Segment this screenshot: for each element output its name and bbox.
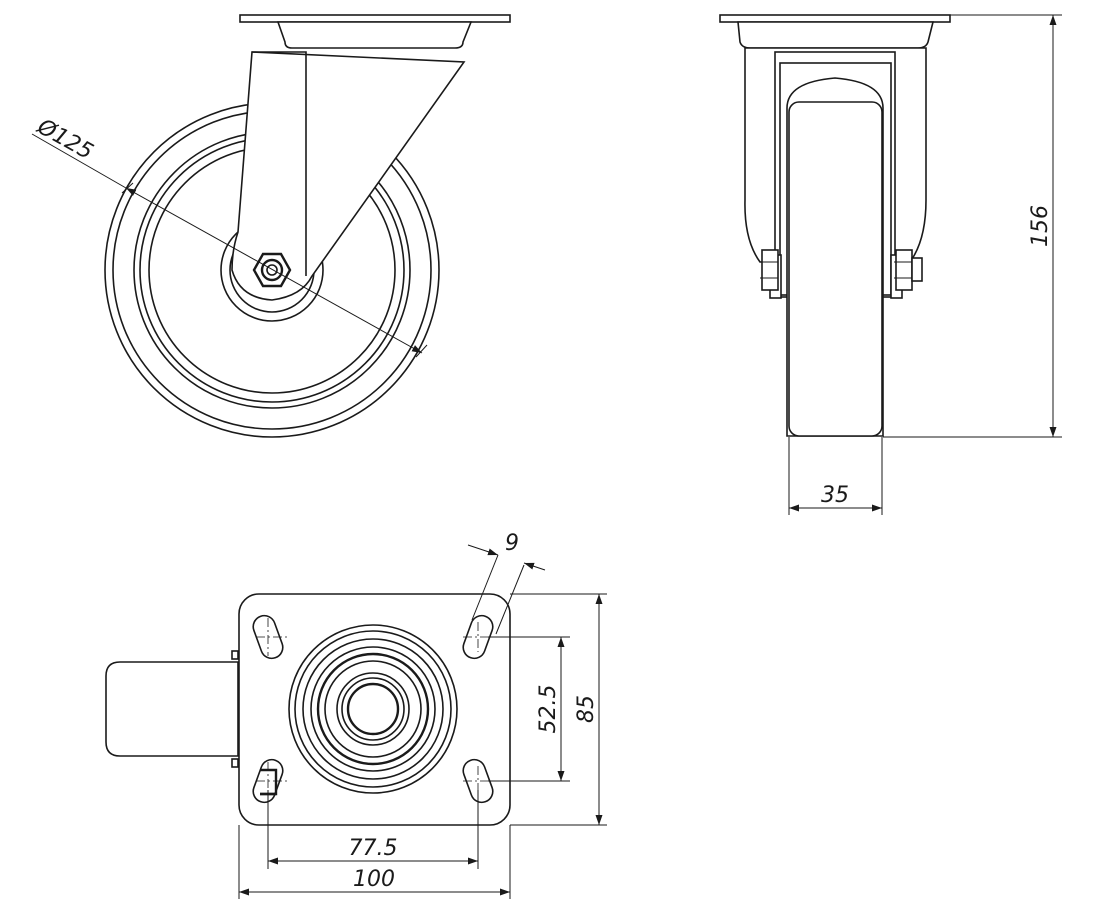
vertical-hole-spacing-dimension: 52.5 — [488, 636, 570, 782]
top-view: 9 52.5 85 77.5 100 — [105, 531, 607, 899]
horizontal-hole-spacing-dimension: 77.5 — [267, 790, 479, 869]
mounting-slots — [252, 614, 494, 804]
wheel-width-label: 35 — [821, 483, 849, 508]
swivel-plate-rings — [288, 624, 458, 794]
wheel-diameter-label: Ø125 — [32, 114, 97, 165]
front-view: 156 35 — [719, 14, 1062, 515]
side-view-fork — [231, 14, 511, 301]
height-dimension: 156 — [883, 14, 1062, 438]
hole-spacing-vertical-label: 52.5 — [536, 685, 561, 734]
slot-width-dimension: 9 — [467, 531, 546, 635]
side-view: Ø125 — [31, 14, 511, 438]
plate-depth-label: 85 — [574, 695, 599, 723]
width-dimension: 35 — [788, 437, 883, 515]
plate-width-label: 100 — [353, 867, 395, 892]
plate-depth-dimension: 85 — [510, 593, 607, 826]
total-height-label: 156 — [1028, 205, 1053, 247]
slot-width-label: 9 — [505, 531, 519, 556]
hole-spacing-horizontal-label: 77.5 — [349, 836, 398, 861]
plate-width-dimension: 100 — [238, 825, 511, 899]
